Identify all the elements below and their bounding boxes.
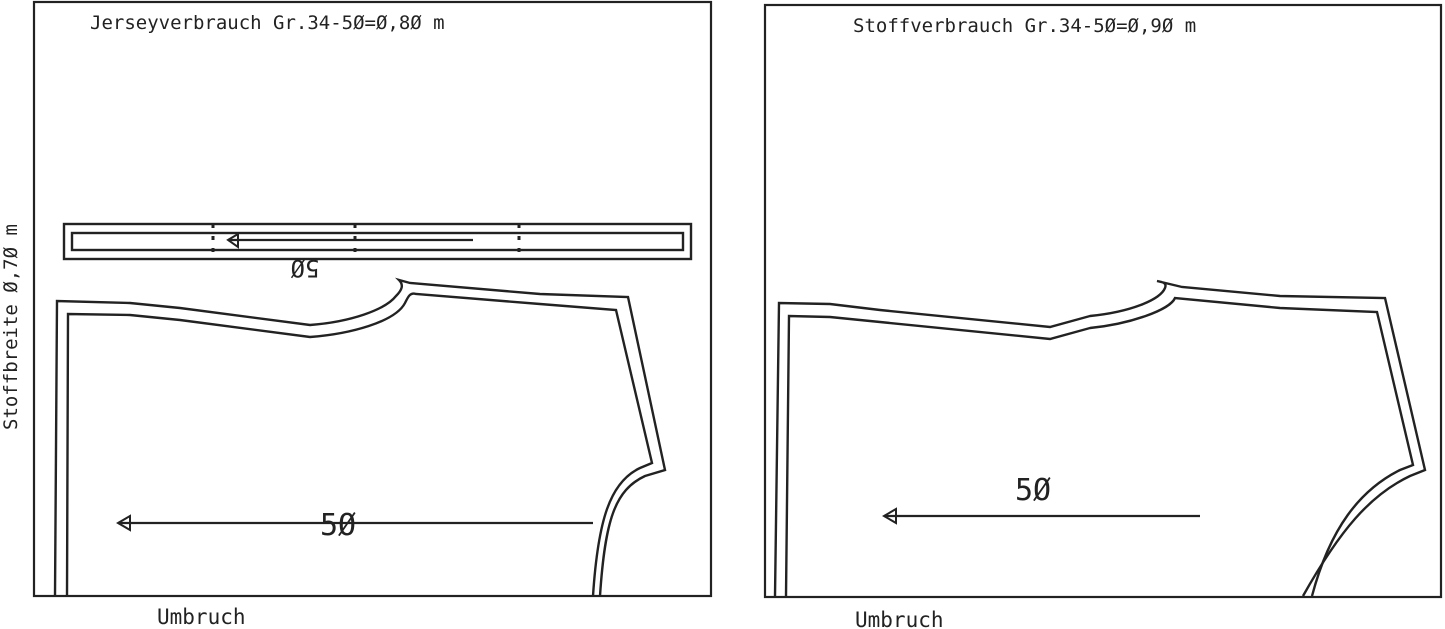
arrowhead-icon	[882, 507, 897, 525]
arrowhead-icon	[226, 232, 239, 249]
strip-grain-label: 5Ø	[290, 254, 319, 282]
right-fold-label: Umbruch	[855, 608, 944, 629]
left-fabric-usage-title: Jerseyverbrauch Gr.34-5Ø=Ø,8Ø m	[90, 12, 445, 34]
right-fabric-usage-title: Stoffverbrauch Gr.34-5Ø=Ø,9Ø m	[853, 15, 1196, 37]
left-fold-label: Umbruch	[157, 605, 246, 629]
right-bodice-piece: 5Ø	[773, 279, 1427, 597]
neckband-strip-piece: 5Ø	[62, 222, 693, 282]
right-layout-panel: Stoffverbrauch Gr.34-5Ø=Ø,9Ø m Umbruch 5…	[763, 3, 1443, 629]
left-layout-panel: Jerseyverbrauch Gr.34-5Ø=Ø,8Ø m Stoffbre…	[0, 0, 713, 629]
left-bodice-piece: 5Ø	[53, 277, 667, 597]
right-fabric-frame	[763, 3, 1443, 599]
bodice-grain-label: 5Ø	[320, 508, 356, 543]
bodice-grain-label: 5Ø	[1015, 473, 1051, 508]
fabric-width-label: Stoffbreite Ø,7Ø m	[0, 224, 22, 430]
arrowhead-icon	[116, 514, 131, 532]
left-fabric-frame	[32, 0, 713, 598]
